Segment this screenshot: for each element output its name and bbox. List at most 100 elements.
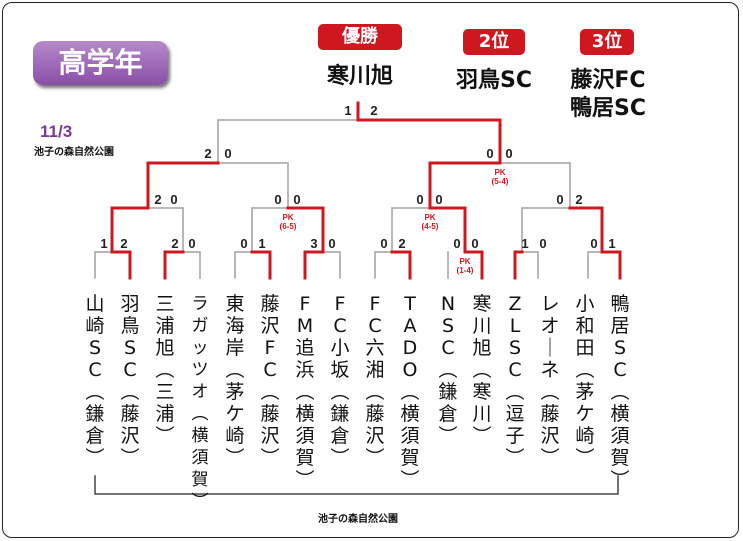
team-name: レオ｜ネ︵藤沢︶	[540, 293, 560, 469]
third-label: 3位	[580, 29, 634, 55]
score-r1-m8-a: 0	[590, 236, 597, 251]
line-r1-m4-right	[322, 251, 341, 279]
pk-label-4: PK	[494, 168, 505, 177]
line-final-left	[217, 119, 359, 164]
team-4: ラガッツオ︵横須賀︶	[187, 294, 213, 512]
second-team: 羽鳥SC	[456, 68, 532, 93]
line-winner-r1-m7	[513, 250, 524, 280]
score-r2-m3-a: 0	[416, 192, 423, 207]
score-r1-m6-b: 0	[471, 236, 478, 251]
pk-label-3: PK	[459, 257, 470, 266]
line-r2-m1-right	[147, 207, 184, 253]
team-name: 小和田︵茅ケ崎︶	[575, 293, 595, 469]
score-r2-m1-b: 0	[170, 192, 177, 207]
score-r1-m7-b: 0	[539, 236, 546, 251]
line-semi-2-right	[499, 162, 571, 209]
line-winner-r1-m4	[286, 206, 325, 280]
champion-team: 寒川旭	[326, 64, 393, 89]
score-r2-m4-b: 2	[575, 192, 582, 207]
score-r2-m4-a: 0	[556, 192, 563, 207]
line-winner-r1-m1	[110, 206, 150, 280]
venue-bracket-line	[94, 475, 619, 495]
score-semi-1-a: 2	[204, 146, 211, 161]
pk-score-1: (6-5)	[280, 222, 297, 231]
score-r1-m3-a: 0	[240, 236, 247, 251]
line-r1-m1-left	[94, 251, 113, 279]
score-final-a: 1	[344, 103, 351, 118]
team-5: 東海岸︵茅ケ崎︶	[222, 294, 248, 468]
score-semi-2-b: 0	[505, 146, 512, 161]
team-name: 東海岸︵茅ケ崎︶	[225, 293, 245, 469]
score-r2-m2-b: 0	[293, 192, 300, 207]
score-r2-m2-a: 0	[274, 192, 281, 207]
line-semi-1-right	[217, 162, 289, 209]
team-name: 寒川旭︵寒川︶	[472, 293, 492, 447]
score-r1-m8-b: 1	[608, 236, 615, 251]
score-r1-m1-a: 1	[100, 236, 107, 251]
line-r1-m3-left	[234, 251, 253, 279]
score-r1-m4-b: 0	[328, 236, 335, 251]
line-r1-m2-right	[182, 251, 201, 279]
pk-score-3: (1-4)	[457, 266, 474, 275]
team-name: ラガッツオ︵横須賀︶	[191, 294, 209, 512]
third-team-2: 鴨居SC	[570, 96, 646, 121]
score-r1-m4-a: 3	[310, 236, 317, 251]
line-r1-m8-left	[587, 251, 603, 279]
line-winner-final	[356, 101, 502, 165]
score-r1-m5-b: 2	[398, 236, 405, 251]
score-r1-m6-a: 0	[453, 236, 460, 251]
line-winner-r1-m5	[390, 250, 412, 280]
score-r2-m1-a: 2	[154, 192, 161, 207]
score-r1-m3-b: 1	[258, 236, 265, 251]
score-r1-m2-b: 0	[188, 236, 195, 251]
line-winner-r1-m6	[428, 206, 484, 280]
score-semi-2-a: 0	[486, 146, 493, 161]
score-r1-m2-a: 2	[171, 236, 178, 251]
line-r2-m4-left	[521, 207, 571, 253]
line-winner-r1-m2	[163, 250, 185, 280]
score-r2-m3-b: 0	[435, 192, 442, 207]
champion-label: 優勝	[318, 24, 402, 50]
match-date: 11/3	[40, 122, 73, 141]
score-r1-m7-a: 1	[521, 236, 528, 251]
pk-score-2: (4-5)	[422, 222, 439, 231]
score-final-b: 2	[370, 103, 377, 118]
line-winner-r2-m3	[428, 161, 502, 210]
line-r1-m7-right	[521, 251, 539, 279]
third-team-1: 藤沢FC	[570, 68, 646, 93]
team-12: 寒川旭︵寒川︶	[469, 294, 495, 464]
score-semi-1-b: 0	[224, 146, 231, 161]
second-label: 2位	[463, 29, 525, 55]
division-badge: 高学年	[33, 41, 168, 85]
team-3: 三浦旭︵三浦︶	[152, 294, 178, 464]
line-r1-m5-left	[374, 251, 393, 279]
team-14: レオ｜ネ︵藤沢︶	[537, 294, 563, 468]
team-name: 三浦旭︵三浦︶	[155, 293, 175, 447]
score-r1-m1-b: 2	[120, 236, 127, 251]
venue-top: 池子の森自然公園	[34, 147, 114, 158]
venue-bottom: 池子の森自然公園	[318, 514, 398, 525]
pk-label-1: PK	[282, 213, 293, 222]
line-winner-r2-m1	[146, 161, 220, 210]
